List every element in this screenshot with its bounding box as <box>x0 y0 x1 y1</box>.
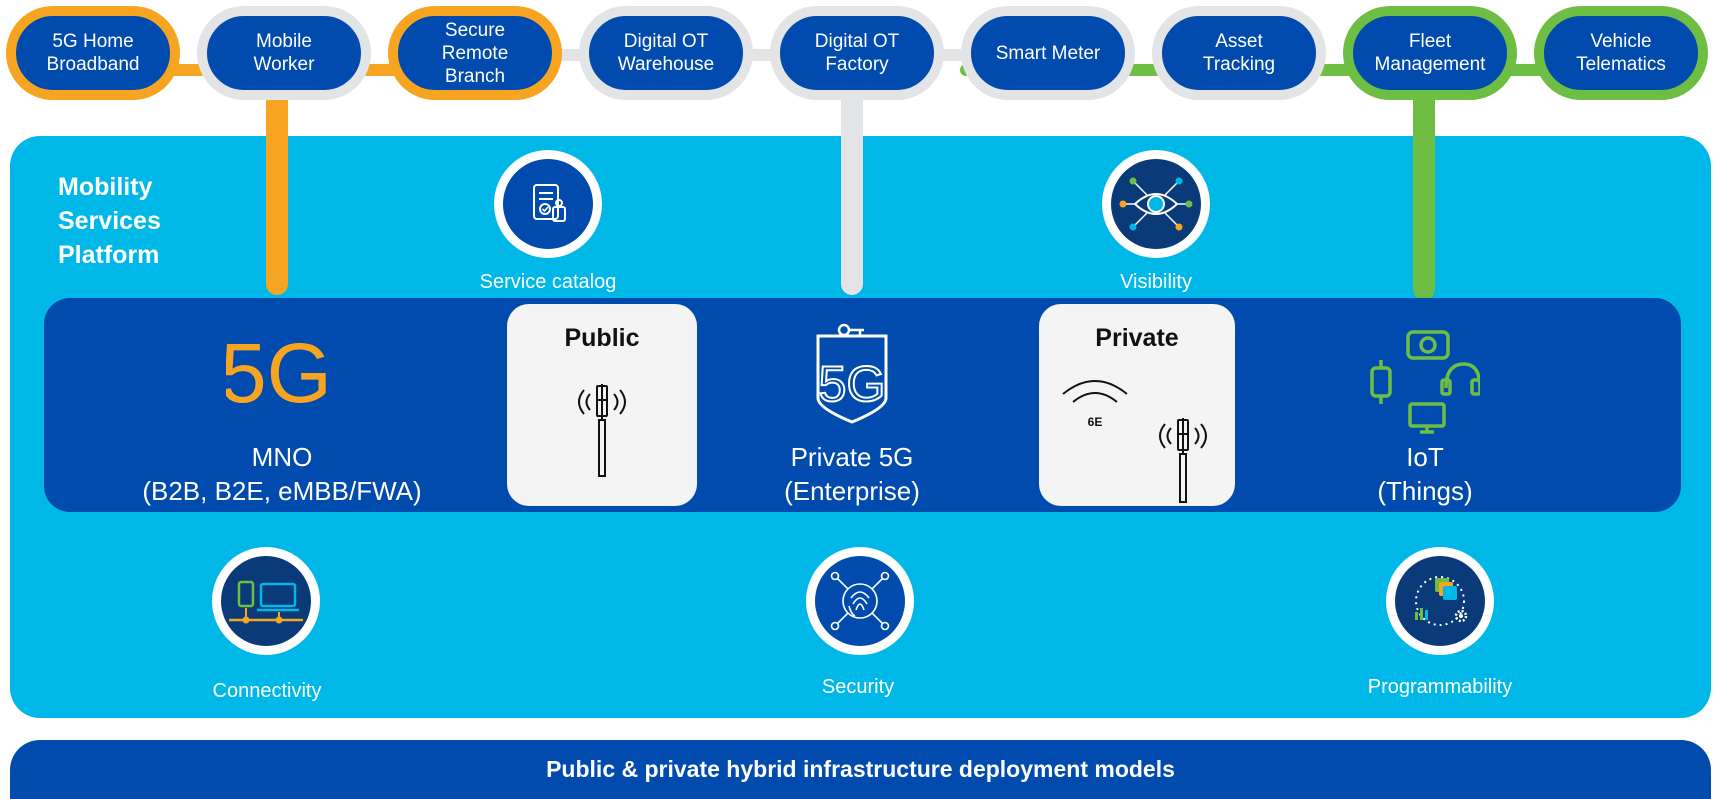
monitor-icon <box>1408 402 1446 428</box>
private-5g-label-line1: Private 5G <box>790 442 914 472</box>
visibility-label: Visibility <box>1120 271 1192 293</box>
visibility-icon-circle[interactable] <box>1102 150 1210 258</box>
mno-label: MNO (B2B, B2E, eMBB/FWA) <box>112 440 452 508</box>
private-5g-label: Private 5G (Enterprise) <box>682 440 1022 508</box>
programmability-label: Programmability <box>1367 676 1513 698</box>
cell-tower-icon <box>1159 418 1207 503</box>
mno-label-line1: MNO <box>251 442 313 472</box>
mno-5g-logo-text: 5G <box>226 330 326 410</box>
programmability-icon-circle[interactable] <box>1386 547 1494 655</box>
digital-ot-factory-connector <box>841 95 863 295</box>
connectivity-label: Connectivity <box>212 680 322 702</box>
use-case-asset-tracking[interactable]: Asset Tracking <box>1152 6 1326 100</box>
private-card[interactable]: Private 6E <box>1039 304 1235 506</box>
security-label: Security <box>821 676 895 698</box>
public-card[interactable]: Public <box>507 304 697 506</box>
public-card-title: Public <box>564 324 640 352</box>
iot-label-line2: (Things) <box>1377 476 1473 506</box>
headphones-icon <box>1444 362 1480 389</box>
private-card-title: Private <box>1095 324 1179 352</box>
iot-label-line1: IoT <box>1406 442 1444 472</box>
private-5g-logo-text: 5G <box>819 356 886 412</box>
private-5g-label-line2: (Enterprise) <box>784 476 920 506</box>
eye-network-icon <box>1119 177 1193 231</box>
platform-title-text: Mobility Services Platform <box>58 173 161 269</box>
hybrid-deployment-bar: Public & private hybrid infrastructure d… <box>10 740 1711 799</box>
watch-icon <box>1370 366 1392 398</box>
use-case-mobile-worker[interactable]: Mobile Worker <box>197 6 371 100</box>
use-case-5g-home-broadband[interactable]: 5G Home Broadband <box>6 6 180 100</box>
connectivity-icon-circle[interactable] <box>212 547 320 655</box>
security-icon-circle[interactable] <box>806 547 914 655</box>
use-case-digital-ot-factory[interactable]: Digital OT Factory <box>770 6 944 100</box>
devices-icon <box>229 580 303 624</box>
wifi-icon: 6E <box>1062 380 1128 429</box>
use-case-digital-ot-warehouse[interactable]: Digital OT Warehouse <box>579 6 753 100</box>
document-check-icon <box>533 184 566 222</box>
service-catalog-icon-circle[interactable] <box>494 150 602 258</box>
iot-devices-icon <box>1370 330 1480 434</box>
fleet-management-connector <box>1413 95 1435 300</box>
use-case-smart-meter[interactable]: Smart Meter <box>961 6 1135 100</box>
use-case-secure-remote-branch[interactable]: Secure Remote Branch <box>388 6 562 100</box>
service-catalog-label: Service catalog <box>479 271 617 293</box>
use-case-vehicle-telematics[interactable]: Vehicle Telematics <box>1534 6 1708 100</box>
iot-label: IoT (Things) <box>1255 440 1595 508</box>
private-5g-shield-icon: 5G <box>812 322 892 426</box>
platform-title: Mobility Services Platform <box>58 170 258 272</box>
mno-label-line2: (B2B, B2E, eMBB/FWA) <box>142 476 422 506</box>
use-case-fleet-management[interactable]: Fleet Management <box>1343 6 1517 100</box>
cell-tower-icon <box>578 384 626 477</box>
camera-icon <box>1406 330 1450 360</box>
dashboard-gear-icon <box>1415 576 1468 626</box>
fingerprint-icon <box>830 571 890 631</box>
mobile-worker-connector <box>266 95 288 295</box>
mno-5g-logo: 5G <box>220 326 332 420</box>
wifi-6e-badge: 6E <box>1088 415 1103 429</box>
